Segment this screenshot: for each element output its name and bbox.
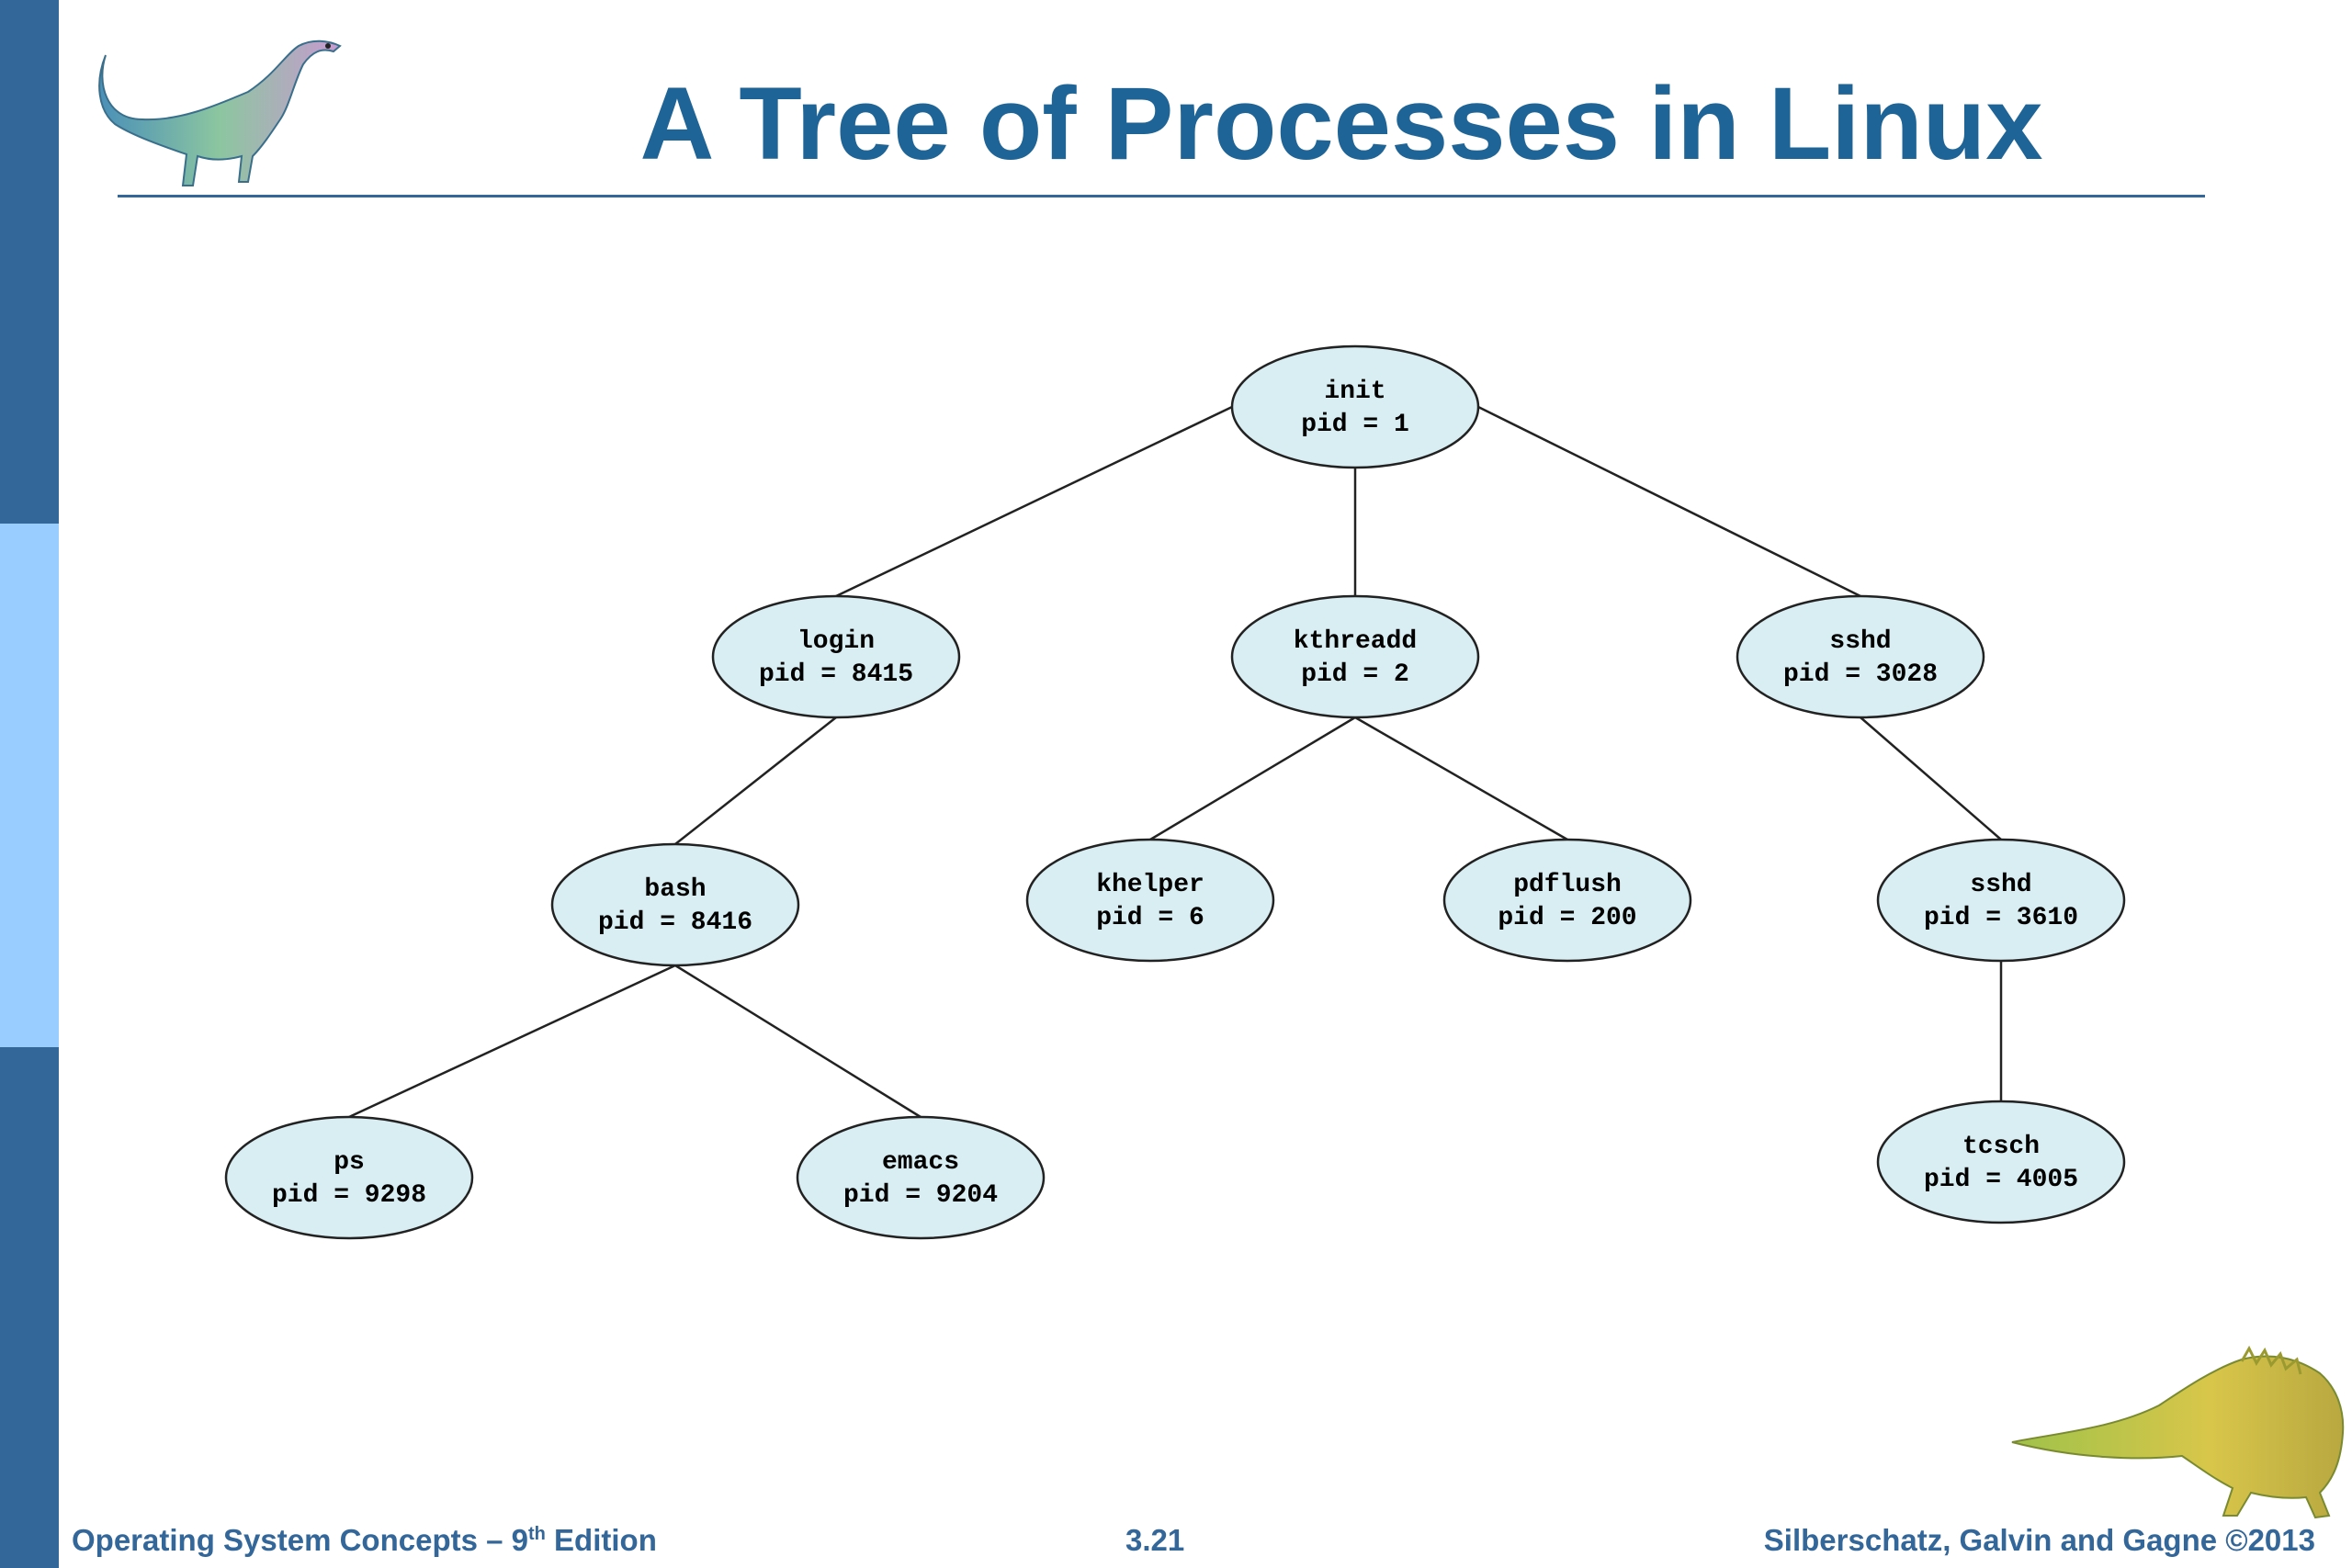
process-node-tcsch: tcsch pid = 4005 [1876, 1100, 2126, 1224]
process-pid: pid = 1 [1301, 411, 1409, 439]
process-node-ellipse [1230, 344, 1480, 469]
process-node-ellipse [224, 1115, 474, 1240]
process-name: emacs [882, 1148, 959, 1177]
edge-init-login [835, 405, 1233, 598]
process-pid: pid = 4005 [1924, 1166, 2078, 1194]
process-pid: pid = 8415 [759, 660, 913, 689]
process-node-ellipse [796, 1115, 1046, 1240]
process-node-bash: bash pid = 8416 [550, 842, 800, 967]
process-name: sshd [1970, 871, 2031, 899]
process-pid: pid = 6 [1096, 904, 1204, 932]
process-pid: pid = 9298 [272, 1181, 426, 1210]
process-pid: pid = 3610 [1924, 904, 2078, 932]
footer-authors: Silberschatz, Galvin and Gagne ©2013 [1763, 1523, 2315, 1557]
dinosaur-logo-bottom [2011, 1345, 2345, 1519]
process-node-emacs: emacs pid = 9204 [796, 1115, 1046, 1240]
process-node-ellipse [1736, 594, 1985, 719]
edge-bash-emacs [674, 964, 922, 1119]
process-name: ps [334, 1148, 365, 1177]
process-pid: pid = 2 [1301, 660, 1409, 689]
process-node-login: login pid = 8415 [711, 594, 961, 719]
process-name: pdflush [1513, 871, 1622, 899]
process-node-ps: ps pid = 9298 [224, 1115, 474, 1240]
process-node-ellipse [1442, 838, 1692, 963]
side-bar [0, 0, 59, 1568]
edge-init-sshd1 [1477, 405, 1861, 598]
side-bar-top-segment [0, 0, 59, 524]
process-name: login [797, 627, 875, 656]
footer-book-title: Operating System Concepts – 9th Edition [72, 1523, 657, 1558]
footer-page-number: 3.21 [1125, 1523, 1185, 1557]
process-name: tcsch [1962, 1133, 2040, 1161]
process-pid: pid = 200 [1498, 904, 1636, 932]
process-name: khelper [1096, 871, 1204, 899]
edge-login-bash [674, 716, 837, 845]
process-node-kthreadd: kthreadd pid = 2 [1230, 594, 1480, 719]
process-node-khelper: khelper pid = 6 [1025, 838, 1275, 963]
process-node-ellipse [1876, 1100, 2126, 1224]
edge-kthreadd-pdflush [1354, 716, 1568, 841]
page-title: A Tree of Processes in Linux [639, 66, 2043, 181]
tree-edges [348, 405, 2003, 1119]
process-pid: pid = 9204 [843, 1181, 998, 1210]
process-pid: pid = 3028 [1783, 660, 1938, 689]
process-node-sshd2: sshd pid = 3610 [1876, 838, 2126, 963]
process-node-sshd1: sshd pid = 3028 [1736, 594, 1985, 719]
process-name: init [1324, 378, 1385, 406]
process-node-ellipse [1876, 838, 2126, 963]
edge-bash-ps [348, 964, 676, 1119]
footer-book-title-main: Operating System Concepts – 9 [72, 1523, 528, 1557]
process-node-init: init pid = 1 [1230, 344, 1480, 469]
process-node-ellipse [550, 842, 800, 967]
title-divider [118, 195, 2205, 197]
side-bar-bottom-segment [0, 1047, 59, 1568]
tree-nodes: init pid = 1 login pid = 8415 kthreadd pid = … [224, 344, 2126, 1240]
footer-book-title-sup: th [527, 1524, 546, 1544]
process-pid: pid = 8416 [598, 908, 752, 937]
edge-sshd1-sshd2 [1860, 716, 2002, 840]
process-node-ellipse [1230, 594, 1480, 719]
process-node-pdflush: pdflush pid = 200 [1442, 838, 1692, 963]
edge-kthreadd-khelper [1149, 716, 1356, 841]
side-bar-middle-segment [0, 524, 59, 1047]
process-name: bash [644, 875, 706, 904]
footer-book-title-tail: Edition [545, 1523, 657, 1557]
process-node-ellipse [711, 594, 961, 719]
dinosaur-logo-top [98, 39, 342, 186]
process-name: kthreadd [1294, 627, 1417, 656]
process-node-ellipse [1025, 838, 1275, 963]
process-name: sshd [1829, 627, 1891, 656]
